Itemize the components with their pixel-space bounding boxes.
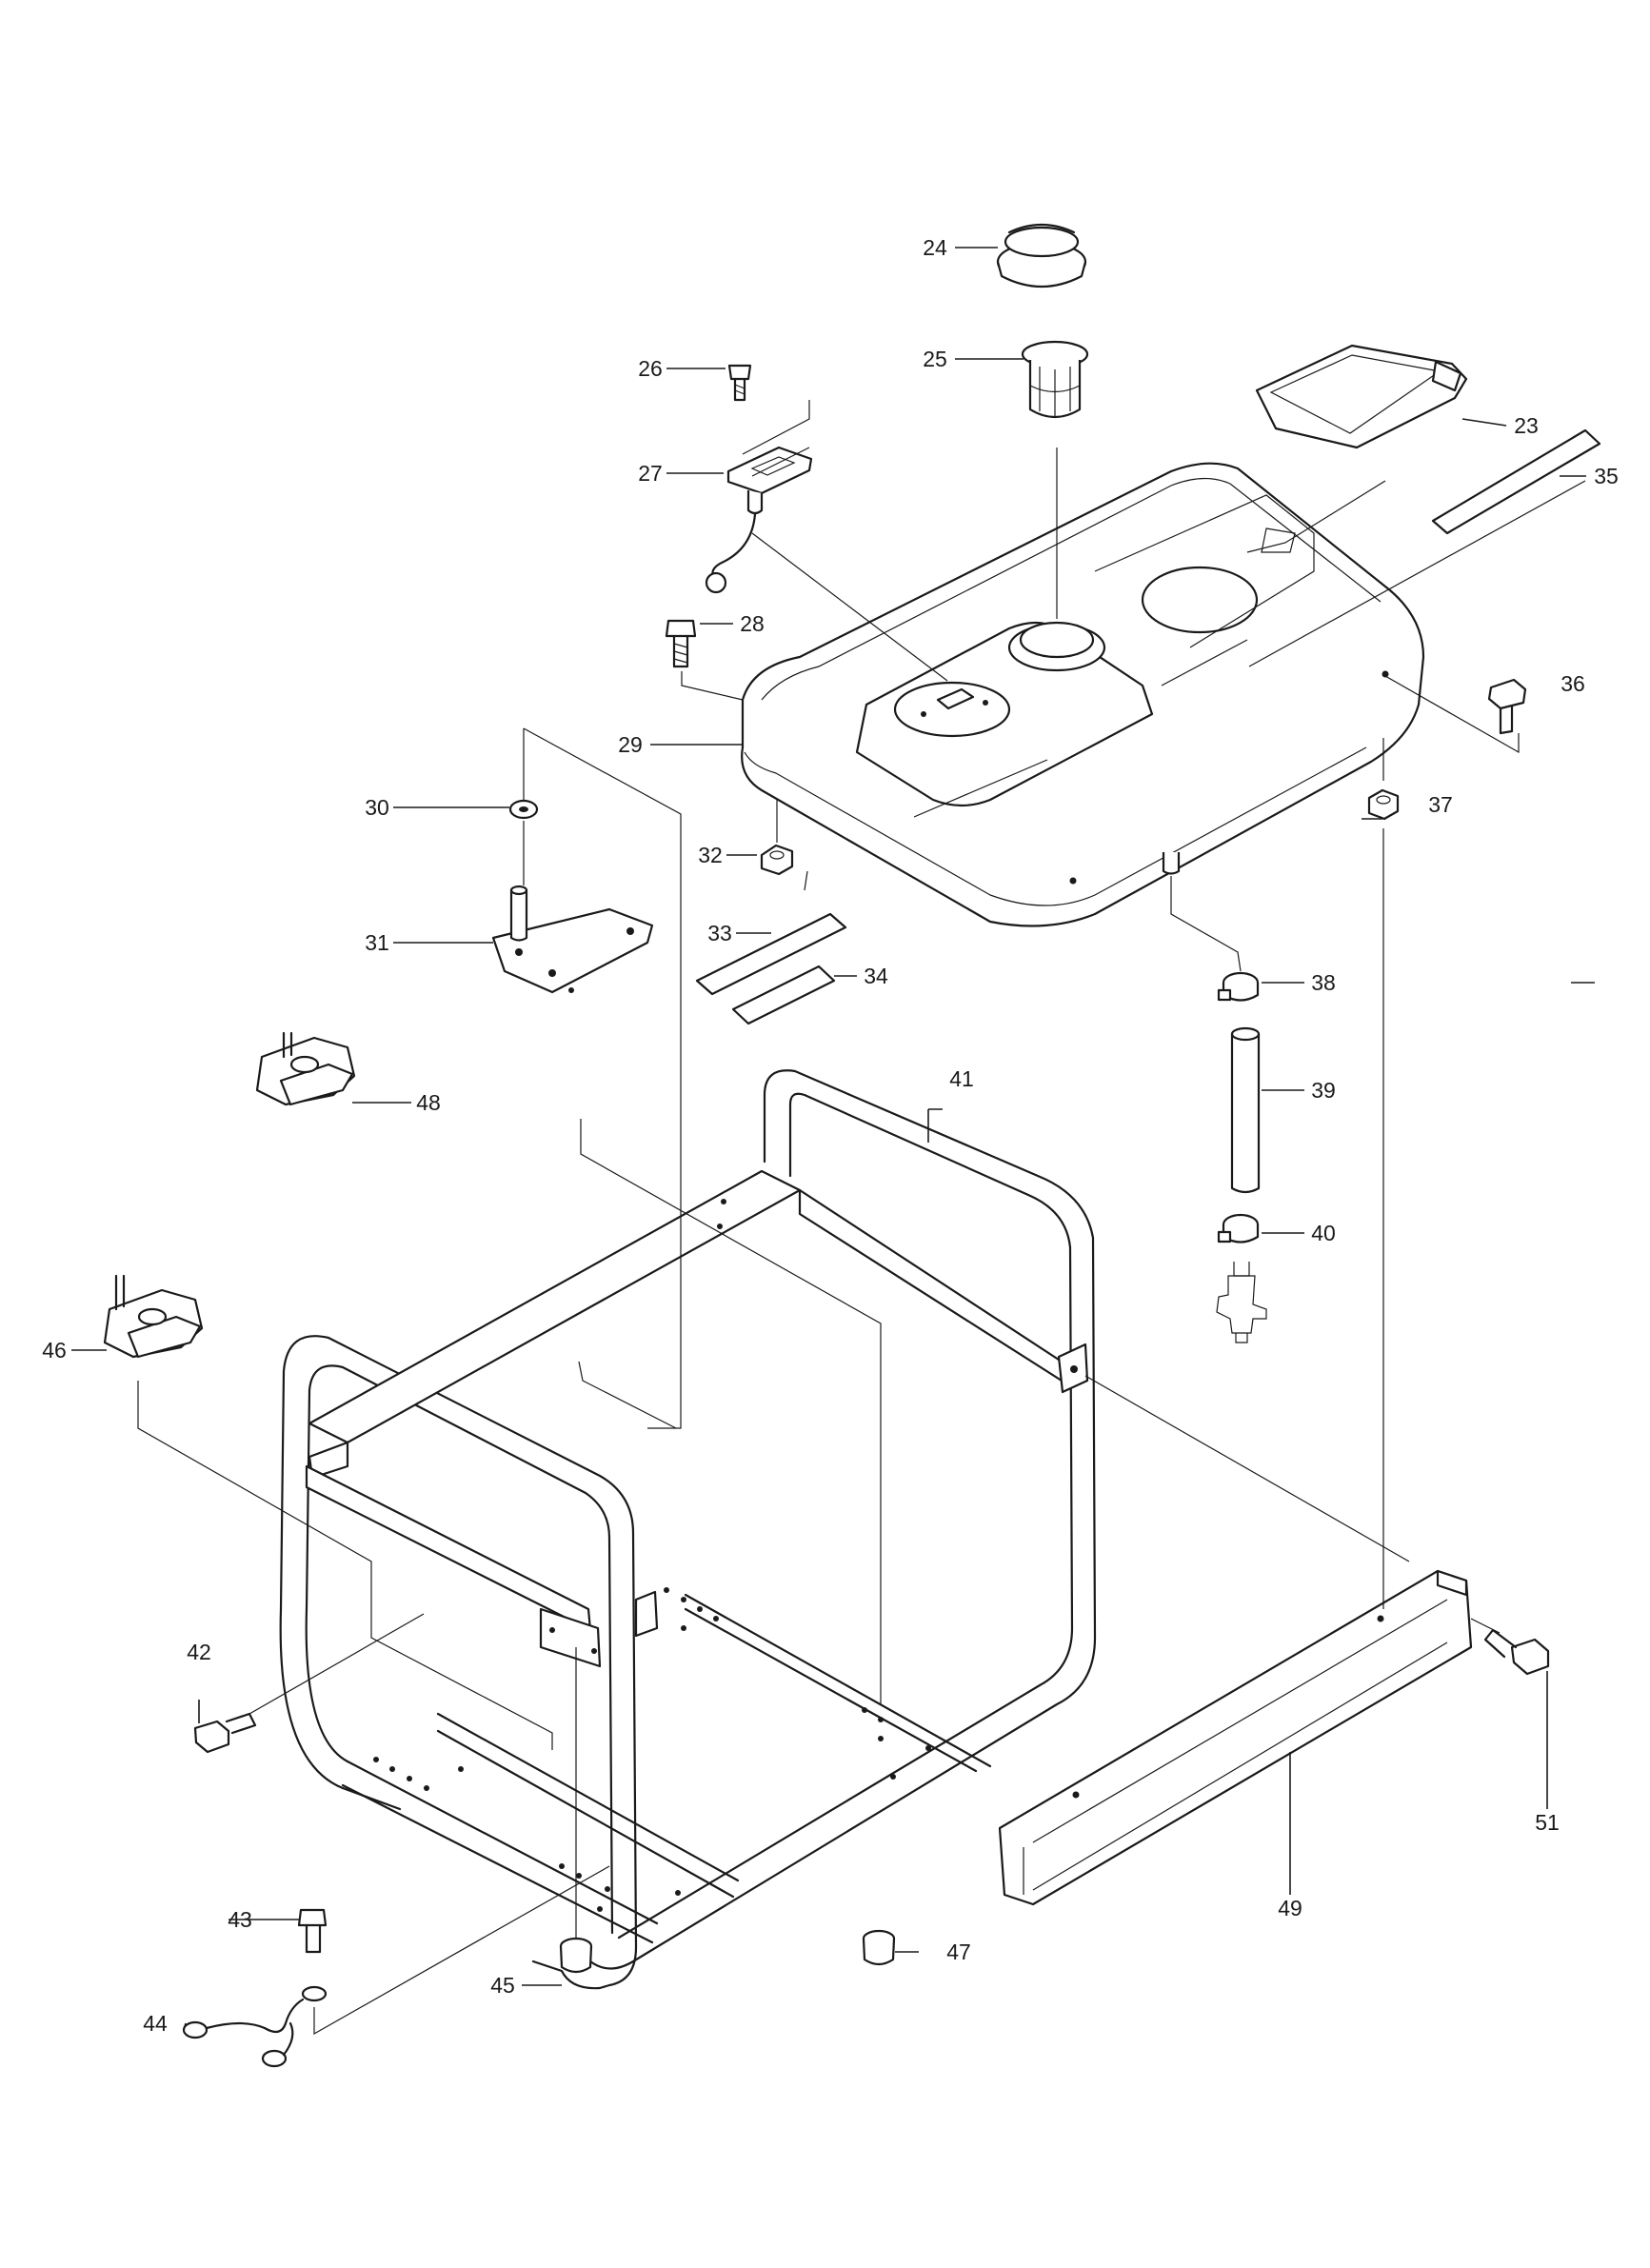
fuel-hose-part bbox=[1230, 1026, 1261, 1194]
part-number-labels: 24 25 23 35 26 27 28 29 30 31 32 33 34 3… bbox=[42, 235, 1619, 2036]
skid-rail-part bbox=[998, 1569, 1473, 1906]
ground-wire-part bbox=[182, 1985, 328, 2068]
part-label-30: 30 bbox=[365, 795, 389, 820]
tank-cover-part bbox=[1255, 344, 1468, 449]
hose-clamp-40-part bbox=[1217, 1213, 1260, 1243]
engine-mount-46-part bbox=[103, 1274, 204, 1359]
label-strip-35-part bbox=[1431, 428, 1601, 535]
part-label-51: 51 bbox=[1535, 1810, 1560, 1835]
part-label-29: 29 bbox=[618, 732, 643, 757]
part-label-45: 45 bbox=[490, 1973, 515, 1998]
fuel-gauge-part bbox=[705, 446, 813, 594]
part-label-38: 38 bbox=[1311, 970, 1336, 995]
part-label-41: 41 bbox=[949, 1066, 974, 1091]
part-label-28: 28 bbox=[740, 611, 765, 636]
part-label-43: 43 bbox=[228, 1907, 252, 1932]
nut-37-part bbox=[1367, 788, 1400, 821]
bracket-31-part bbox=[491, 885, 654, 994]
label-strips-33-34-part bbox=[695, 912, 847, 1025]
bolt-28-part bbox=[665, 619, 697, 668]
part-label-46: 46 bbox=[42, 1338, 67, 1363]
part-label-44: 44 bbox=[143, 2011, 168, 2036]
flange-bolt-36-part bbox=[1487, 678, 1527, 735]
fuel-strainer-part bbox=[1021, 340, 1089, 419]
washer-30-part bbox=[508, 799, 539, 820]
screw-26-part bbox=[727, 364, 752, 402]
part-label-42: 42 bbox=[187, 1640, 211, 1664]
part-label-36: 36 bbox=[1561, 671, 1585, 696]
part-label-37: 37 bbox=[1428, 792, 1453, 817]
bolt-51-part bbox=[1483, 1628, 1550, 1676]
part-label-49: 49 bbox=[1278, 1896, 1302, 1920]
part-label-33: 33 bbox=[707, 921, 732, 945]
leader-lines bbox=[71, 247, 1595, 2036]
part-label-32: 32 bbox=[698, 843, 723, 867]
part-label-26: 26 bbox=[638, 356, 663, 381]
part-label-35: 35 bbox=[1594, 464, 1619, 488]
fuel-cock-part bbox=[1216, 1262, 1267, 1343]
part-label-24: 24 bbox=[923, 235, 947, 260]
nut-32-part bbox=[760, 844, 794, 876]
fuel-cap-part bbox=[996, 223, 1087, 288]
part-label-27: 27 bbox=[638, 461, 663, 486]
main-frame-part bbox=[279, 987, 1097, 1990]
fuel-tank-part bbox=[741, 462, 1425, 927]
nut-47-part bbox=[862, 1929, 896, 1966]
part-label-40: 40 bbox=[1311, 1221, 1336, 1245]
part-label-48: 48 bbox=[416, 1090, 441, 1115]
engine-mount-48-part bbox=[255, 1031, 356, 1106]
part-label-31: 31 bbox=[365, 930, 389, 955]
nut-45-part bbox=[559, 1937, 593, 1974]
part-label-23: 23 bbox=[1514, 413, 1539, 438]
part-label-25: 25 bbox=[923, 347, 947, 371]
hose-clamp-38-part bbox=[1217, 971, 1260, 1002]
part-label-34: 34 bbox=[864, 964, 888, 988]
part-label-39: 39 bbox=[1311, 1078, 1336, 1103]
bolt-42-part bbox=[193, 1712, 257, 1754]
part-label-47: 47 bbox=[946, 1940, 971, 1964]
bolt-43-part bbox=[297, 1908, 328, 1954]
